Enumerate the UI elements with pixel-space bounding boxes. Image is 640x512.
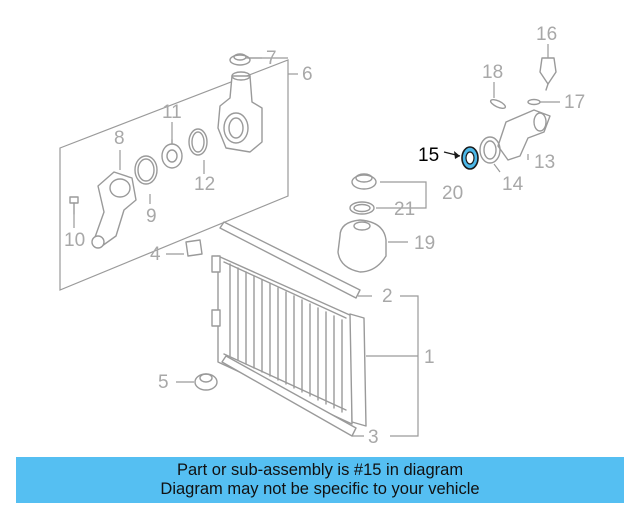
part-1-radiator [211,255,367,427]
part-17-clip [527,98,541,106]
part-11-thermostat [161,139,183,169]
callout-3: 3 [368,427,379,448]
part-9-ring [134,155,158,185]
part-2-upper-rail [219,221,361,299]
part-14-seal-ring [479,136,501,164]
callout-21: 21 [394,199,415,220]
part-5-mount [194,373,218,391]
callout-15: 15 [418,145,439,166]
part-7-cap [229,53,251,66]
part-21-seal [349,201,375,215]
part-13-water-flange [497,109,551,161]
callout-14: 14 [502,174,524,195]
callout-11: 11 [162,102,182,123]
callout-17: 17 [564,92,585,113]
callout-8: 8 [114,128,125,149]
part-20-cap [351,173,377,190]
part-4-bushing [185,239,203,257]
callout-13: 13 [534,152,555,173]
parts-diagram: 1 2 3 4 5 6 7 8 9 10 11 12 13 14 15 16 1… [59,24,585,448]
part-15-clip-highlighted [461,146,479,170]
part-thermostat-housing [217,71,263,153]
callout-1: 1 [424,347,435,368]
callout-16: 16 [536,24,557,45]
banner-line-disclaimer: Diagram may not be specific to your vehi… [160,480,480,498]
callout-19: 19 [414,233,435,254]
callout-10: 10 [64,230,85,251]
part-10-bolt [69,196,79,215]
callout-2: 2 [382,286,393,307]
part-3-lower-rail [221,355,357,437]
callout-9: 9 [146,206,157,227]
info-banner: Part or sub-assembly is #15 in diagram D… [16,457,624,503]
callout-18: 18 [482,62,503,83]
part-19-expansion-tank [337,219,387,273]
callout-12: 12 [194,174,215,195]
callout-6: 6 [302,64,313,85]
assembly-group-outline [59,59,289,291]
part-12-o-ring [188,128,208,156]
banner-line-part-number: Part or sub-assembly is #15 in diagram [176,461,464,479]
part-16-sensor [539,57,557,91]
leader-lines [73,44,560,437]
callout-20: 20 [442,183,463,204]
callout-5: 5 [158,372,169,393]
callout-7: 7 [266,48,277,69]
callout-4: 4 [150,244,161,265]
part-8-flange [91,171,137,249]
part-18-o-ring [489,98,507,110]
